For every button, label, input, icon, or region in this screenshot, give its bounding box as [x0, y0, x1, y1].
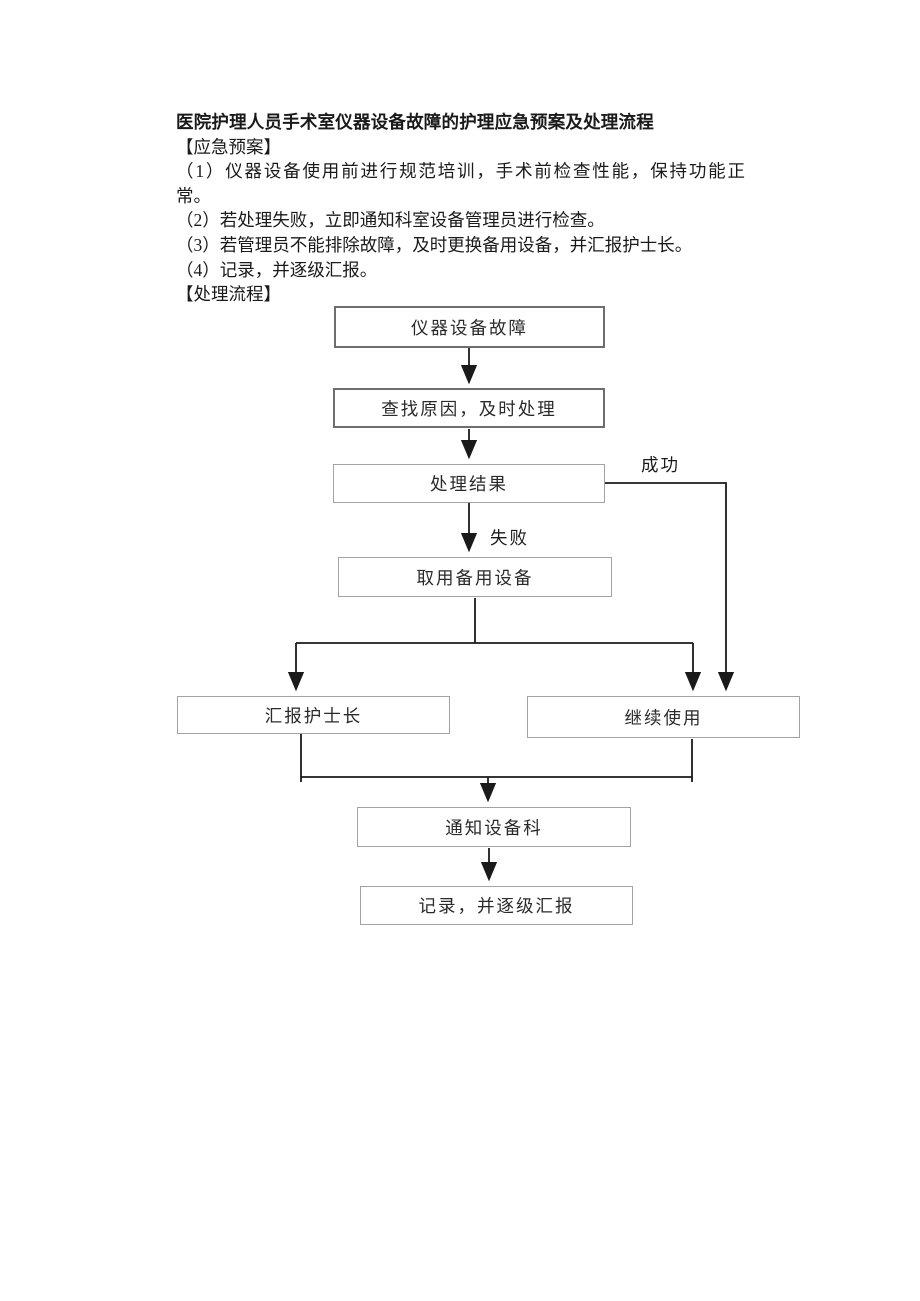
plan-item-1-line-2: 常。: [176, 185, 211, 206]
plan-item-1-line-1: （1）仪器设备使用前进行规范培训，手术前检查性能，保持功能正: [176, 161, 745, 182]
flow-node-continue-use-label: 继续使用: [624, 707, 703, 728]
edge-label-success: 成功: [641, 455, 680, 475]
flow-node-notify-equipment-dept: 通知设备科: [357, 807, 631, 847]
flow-node-find-cause: 查找原因，及时处理: [333, 388, 605, 428]
flow-node-use-backup-equipment: 取用备用设备: [338, 557, 612, 597]
plan-item-2: （2）若处理失败，立即通知科室设备管理员进行检查。: [176, 210, 605, 231]
edge-label-failure: 失败: [490, 528, 529, 548]
flow-node-record-and-report: 记录，并逐级汇报: [360, 886, 633, 925]
arrow-result-to-continue-success: [605, 482, 735, 692]
flow-node-report-head-nurse: 汇报护士长: [177, 696, 450, 734]
flow-node-continue-use: 继续使用: [527, 696, 800, 738]
flow-node-report-head-nurse-label: 汇报护士长: [264, 705, 363, 726]
flow-node-equipment-fault: 仪器设备故障: [334, 306, 605, 348]
section-header-process-flow: 【处理流程】: [176, 284, 281, 305]
plan-item-3: （3）若管理员不能排除故障，及时更换备用设备，并汇报护士长。: [176, 234, 693, 255]
section-header-emergency-plan: 【应急预案】: [176, 136, 281, 157]
flow-node-handling-result-label: 处理结果: [430, 474, 508, 494]
flow-node-equipment-fault-label: 仪器设备故障: [411, 317, 528, 338]
flow-node-notify-equipment-dept-label: 通知设备科: [445, 817, 543, 838]
flow-node-find-cause-label: 查找原因，及时处理: [381, 398, 557, 419]
flow-node-record-and-report-label: 记录，并逐级汇报: [418, 896, 575, 916]
text-block: 医院护理人员手术室仪器设备故障的护理应急预案及处理流程 【应急预案】 （1）仪器…: [176, 110, 776, 307]
document-title: 医院护理人员手术室仪器设备故障的护理应急预案及处理流程: [176, 112, 654, 132]
flow-node-use-backup-equipment-label: 取用备用设备: [416, 567, 534, 588]
plan-item-4: （4）记录，并逐级汇报。: [176, 259, 378, 280]
flow-node-handling-result: 处理结果: [333, 464, 605, 503]
